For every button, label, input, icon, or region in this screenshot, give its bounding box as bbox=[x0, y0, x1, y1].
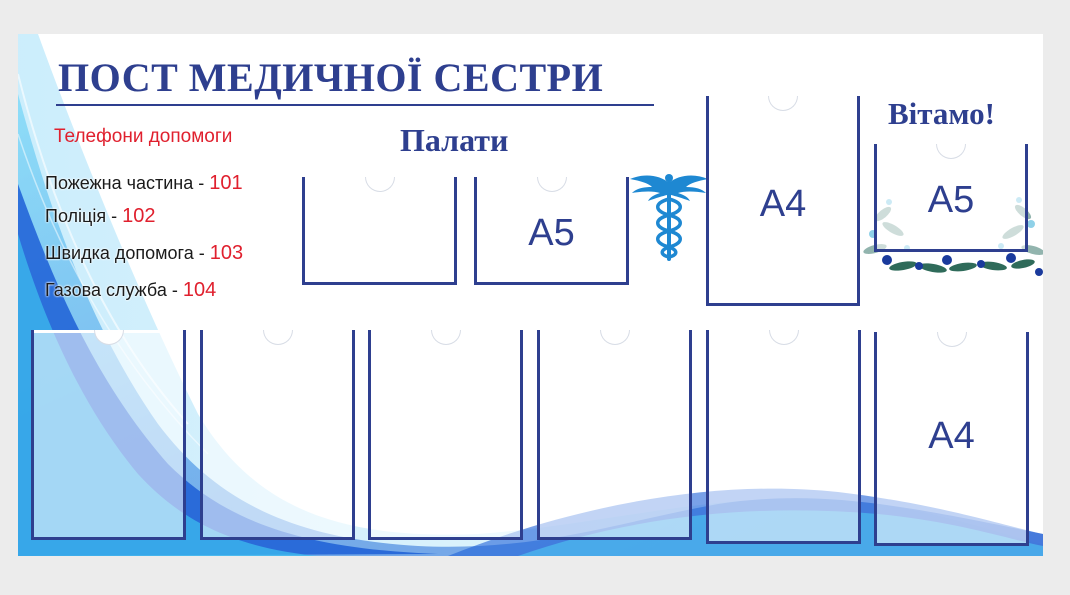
pocket-notch bbox=[768, 330, 799, 345]
bottom-pocket-4[interactable] bbox=[537, 330, 692, 540]
pocket-notch bbox=[262, 330, 293, 345]
bottom-pocket-5[interactable] bbox=[706, 330, 861, 544]
title-underline bbox=[56, 104, 654, 106]
phone-number: 102 bbox=[122, 205, 156, 227]
bottom-pocket-1[interactable] bbox=[31, 330, 186, 540]
phone-number: 101 bbox=[209, 172, 243, 194]
bottom-pocket-2[interactable] bbox=[200, 330, 355, 540]
ward-pocket-1[interactable] bbox=[302, 177, 457, 285]
page-title: ПОСТ МЕДИЧНОЇ СЕСТРИ bbox=[58, 55, 604, 100]
phone-number: 104 bbox=[182, 279, 217, 301]
caduceus-icon bbox=[630, 174, 708, 261]
ward-pocket-2[interactable]: A5 bbox=[474, 177, 629, 285]
phone-police: Поліція - 102 bbox=[45, 205, 155, 228]
pocket-notch bbox=[768, 96, 798, 111]
pocket-label: A4 bbox=[928, 415, 975, 457]
pocket-notch bbox=[364, 177, 395, 192]
phone-label: Газова служба - bbox=[45, 280, 183, 300]
pocket-notch bbox=[430, 330, 461, 345]
pocket-notch bbox=[536, 177, 567, 192]
pocket-label: A5 bbox=[528, 212, 575, 254]
bottom-pocket-3[interactable] bbox=[368, 330, 523, 540]
wards-heading: Палати bbox=[400, 122, 509, 158]
pocket-notch bbox=[599, 330, 630, 345]
phone-label: Поліція - bbox=[45, 206, 123, 226]
a4-top-pocket[interactable]: A4 bbox=[706, 96, 860, 306]
pocket-notch bbox=[936, 332, 967, 347]
phone-gas: Газова служба - 104 bbox=[45, 279, 216, 302]
a5-greeting-pocket[interactable]: A5 bbox=[874, 144, 1028, 252]
help-phones-heading: Телефони допомоги bbox=[54, 126, 233, 147]
pocket-notch bbox=[936, 144, 966, 159]
phone-label: Швидка допомога - bbox=[45, 243, 210, 263]
phone-label: Пожежна частина - bbox=[45, 173, 210, 193]
phone-number: 103 bbox=[209, 242, 244, 264]
phone-fire: Пожежна частина - 101 bbox=[45, 172, 243, 195]
pocket-notch bbox=[93, 330, 124, 345]
pocket-label: A4 bbox=[759, 183, 807, 225]
phone-ambulance: Швидка допомога - 103 bbox=[45, 242, 243, 265]
pocket-label: A5 bbox=[927, 179, 975, 221]
stand-board: ПОСТ МЕДИЧНОЇ СЕСТРИ Телефони допомоги П… bbox=[18, 34, 1043, 556]
greeting-heading: Вітамо! bbox=[888, 96, 995, 131]
bottom-pocket-6-a4[interactable]: A4 bbox=[874, 332, 1029, 546]
